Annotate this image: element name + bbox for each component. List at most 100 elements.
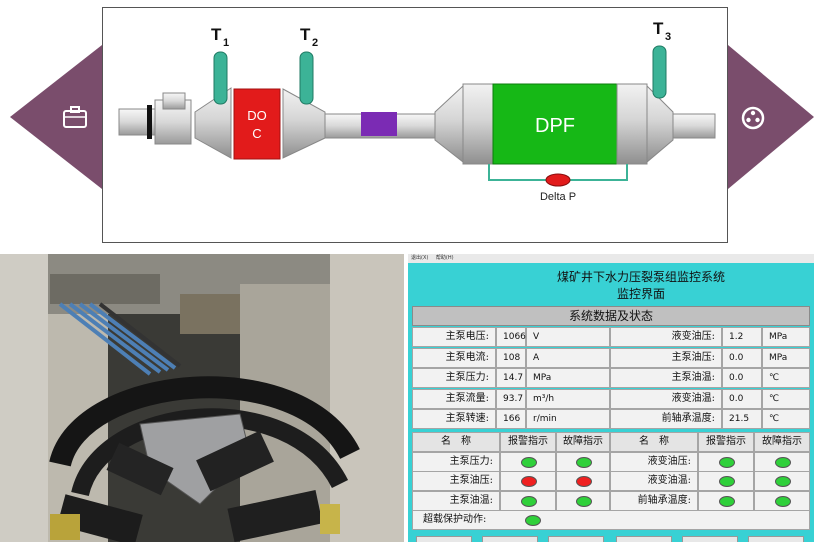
reading-left-value: 1066	[496, 327, 526, 347]
status-row: 主泵油压: 液变油温:	[412, 471, 810, 491]
status-cell	[556, 471, 610, 491]
reading-left-unit: A	[526, 347, 610, 368]
fault-indicator-light	[576, 476, 592, 487]
bottom-button-2[interactable]	[482, 536, 538, 542]
alarm-indicator-light	[521, 456, 537, 468]
status-row: 主泵油温: 前轴承温度:	[412, 490, 810, 511]
bottom-button-1[interactable]	[416, 536, 472, 542]
status-cell	[500, 451, 556, 472]
header-fault-2: 故障指示	[754, 432, 810, 452]
overload-label: 超载保护动作:	[423, 514, 487, 525]
dpf-outlet-cone	[646, 84, 674, 164]
reading-right-unit: ℃	[762, 368, 810, 389]
alarm-indicator-light	[719, 476, 735, 487]
reading-left-label: 主泵转速:	[412, 409, 496, 430]
status-name: 液变油压:	[610, 451, 698, 472]
sensor-t1	[213, 51, 228, 105]
status-cell	[754, 490, 810, 511]
reading-right-label: 液变油压:	[610, 327, 722, 347]
reading-left-label: 主泵电流:	[412, 347, 496, 368]
fault-indicator-light	[576, 495, 592, 507]
outlet-pipe	[672, 113, 716, 139]
status-cell	[698, 490, 754, 511]
sensor-t2-sub: 2	[312, 37, 318, 49]
reading-right-value: 21.5	[722, 409, 762, 430]
delta-p-label: Delta P	[540, 191, 576, 203]
dpf-label: DPF	[535, 115, 575, 137]
sensor-t3-sub: 3	[665, 31, 671, 43]
doc-body	[233, 88, 281, 160]
clamp	[147, 105, 152, 139]
status-cell	[500, 471, 556, 491]
bottom-button-5[interactable]	[682, 536, 738, 542]
hmi-system-title: 煤矿井下水力压裂泵组监控系统	[556, 270, 725, 284]
reading-right-label: 主泵油压:	[610, 347, 722, 368]
menu-exit[interactable]: 退出(X)	[411, 255, 429, 261]
doc-label-line1: DO	[247, 108, 267, 123]
hmi-menubar: 退出(X) 帮助(H)	[408, 254, 814, 263]
header-name-2: 名 称	[610, 432, 698, 452]
reading-left-label: 主泵流量:	[412, 388, 496, 409]
overload-indicator-light	[525, 515, 541, 526]
dpf-inlet-cone	[434, 84, 464, 164]
reading-right-value: 0.0	[722, 347, 762, 368]
status-name: 主泵压力:	[412, 451, 500, 472]
dpf-shell-right	[616, 83, 648, 165]
alarm-indicator-light	[719, 456, 735, 468]
reading-left-value: 108	[496, 347, 526, 368]
sensor-t3-label: T	[653, 19, 664, 38]
fault-indicator-light	[775, 495, 791, 507]
briefcase-icon	[63, 106, 87, 128]
reading-right-unit: ℃	[762, 409, 810, 430]
reading-left-unit: MPa	[526, 368, 610, 389]
reading-right-label: 主泵油温:	[610, 368, 722, 389]
reading-right-label: 液变油温:	[610, 388, 722, 409]
reading-right-value: 1.2	[722, 327, 762, 347]
status-indicator-table: 名 称 报警指示 故障指示 名 称 报警指示 故障指示 主泵压力:液变油压:主泵…	[412, 432, 810, 511]
reading-right-label: 前轴承温度:	[610, 409, 722, 430]
sensor-t2	[299, 51, 314, 105]
delta-p-sensor	[545, 173, 571, 187]
status-cell	[556, 490, 610, 511]
header-name: 名 称	[412, 432, 500, 452]
status-name: 主泵油压:	[412, 471, 500, 491]
fault-indicator-light	[576, 456, 592, 468]
alarm-indicator-light	[719, 495, 735, 507]
status-cell	[754, 451, 810, 472]
section-title: 系统数据及状态	[412, 306, 810, 326]
bottom-button-6[interactable]	[748, 536, 804, 542]
reading-right-value: 0.0	[722, 388, 762, 409]
alarm-indicator-light	[521, 495, 537, 507]
reading-right-value: 0.0	[722, 368, 762, 389]
film-reel-icon	[741, 106, 765, 130]
dpf-shell-left	[462, 83, 494, 165]
reading-left-label: 主泵电压:	[412, 327, 496, 347]
status-row: 主泵压力: 液变油压:	[412, 451, 810, 472]
sensor-t1-label: T	[211, 25, 222, 44]
status-cell	[754, 471, 810, 491]
status-name: 主泵油温:	[412, 490, 500, 511]
menu-help[interactable]: 帮助(H)	[435, 255, 454, 261]
previous-slide-arrow[interactable]	[10, 45, 102, 189]
coupling-head	[162, 92, 186, 110]
doc-label-line2: C	[252, 126, 261, 141]
sensor-t3	[652, 45, 667, 99]
bottom-button-3[interactable]	[548, 536, 604, 542]
status-name: 前轴承温度:	[610, 490, 698, 511]
fault-indicator-light	[775, 456, 791, 468]
reading-left-unit: V	[526, 327, 610, 347]
bottom-button-4[interactable]	[616, 536, 672, 542]
header-fault: 故障指示	[556, 432, 610, 452]
header-alarm: 报警指示	[500, 432, 556, 452]
next-slide-arrow[interactable]	[728, 45, 814, 189]
reading-right-unit: MPa	[762, 327, 810, 347]
manifold-photo	[0, 254, 404, 542]
status-name: 液变油温:	[610, 471, 698, 491]
reading-right-unit: MPa	[762, 347, 810, 368]
status-header-row: 名 称 报警指示 故障指示 名 称 报警指示 故障指示	[412, 432, 810, 452]
